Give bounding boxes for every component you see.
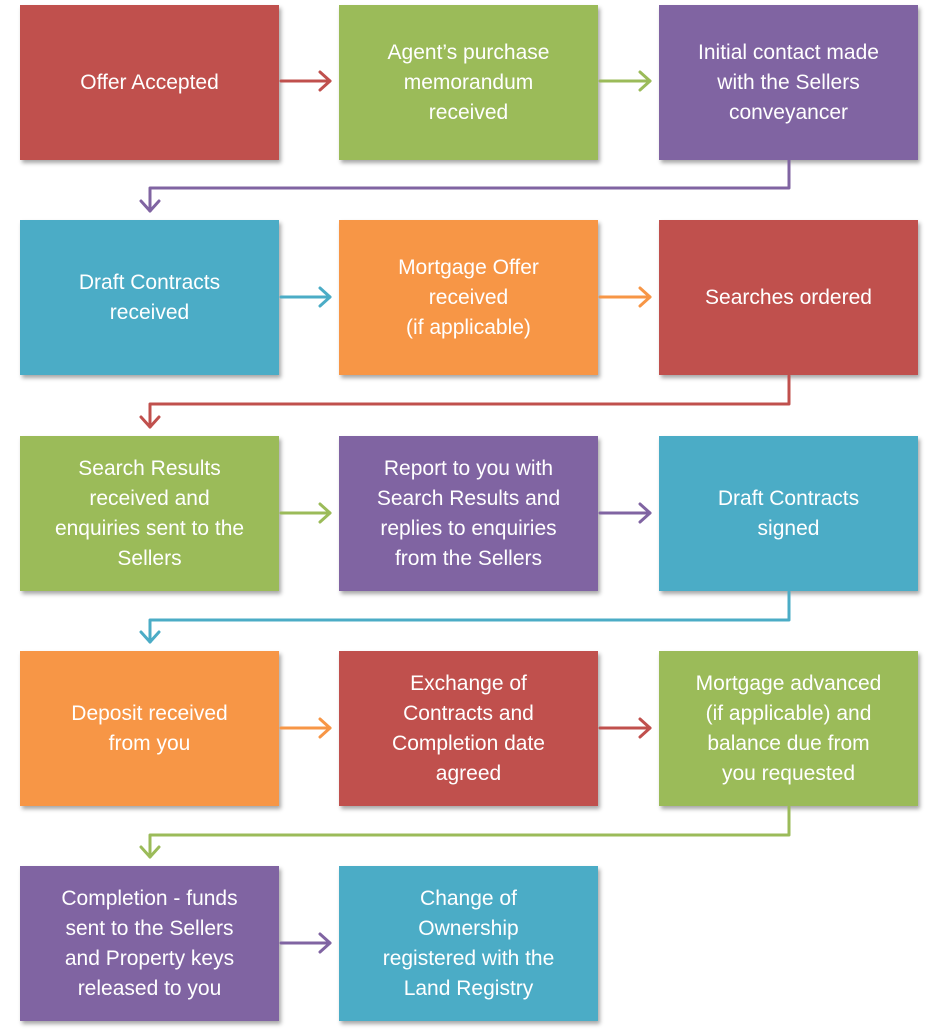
step-mortgage-offer: Mortgage Offer received (if applicable) [339,220,598,375]
step-initial-contact: Initial contact made with the Sellers co… [659,5,918,160]
step-label: Exchange of Contracts and Completion dat… [392,671,545,785]
step-label: Offer Accepted [80,70,219,94]
arrow-memorandum-to-contact [598,70,652,92]
arrow-report-to-draft-signed [598,502,652,524]
arrow-search-results-to-report [279,502,332,524]
arrow-mortgage-offer-to-searches [598,286,652,308]
step-label: Search Results received and enquiries se… [54,456,245,570]
step-change-of-ownership: Change of Ownership registered with the … [339,866,598,1021]
step-deposit-received: Deposit received from you [20,651,279,806]
arrow-searches-to-search-results [139,374,791,429]
arrow-exchange-to-mortgage-advanced [598,717,652,739]
step-label: Completion - funds sent to the Sellers a… [61,886,238,1000]
step-label: Draft Contracts received [78,270,221,324]
step-label: Initial contact made with the Sellers co… [698,40,879,124]
step-label: Report to you with Search Results and re… [376,456,561,570]
step-label: Mortgage Offer received (if applicable) [398,255,539,339]
arrow-mortgage-advanced-to-completion [139,805,791,859]
step-offer-accepted: Offer Accepted [20,5,279,160]
step-label: Agent’s purchase memorandum received [387,40,550,124]
step-label: Change of Ownership registered with the … [382,886,555,1000]
step-completion: Completion - funds sent to the Sellers a… [20,866,279,1021]
step-label: Searches ordered [705,285,872,309]
step-search-results: Search Results received and enquiries se… [20,436,279,591]
step-report-to-you: Report to you with Search Results and re… [339,436,598,591]
step-purchase-memorandum: Agent’s purchase memorandum received [339,5,598,160]
arrow-draft-received-to-mortgage-offer [279,286,332,308]
step-draft-contracts-signed: Draft Contracts signed [659,436,918,591]
step-exchange-of-contracts: Exchange of Contracts and Completion dat… [339,651,598,806]
arrow-offer-to-memorandum [279,70,332,92]
step-draft-contracts-received: Draft Contracts received [20,220,279,375]
step-label: Draft Contracts signed [717,486,860,540]
arrow-draft-signed-to-deposit [139,590,791,644]
step-label: Mortgage advanced (if applicable) and ba… [695,671,882,785]
step-searches-ordered: Searches ordered [659,220,918,375]
step-mortgage-advanced: Mortgage advanced (if applicable) and ba… [659,651,918,806]
arrow-contact-to-draft-received [139,158,791,213]
arrow-completion-to-change-of-ownership [279,932,332,954]
step-label: Deposit received from you [71,701,228,755]
arrow-deposit-to-exchange [279,717,332,739]
